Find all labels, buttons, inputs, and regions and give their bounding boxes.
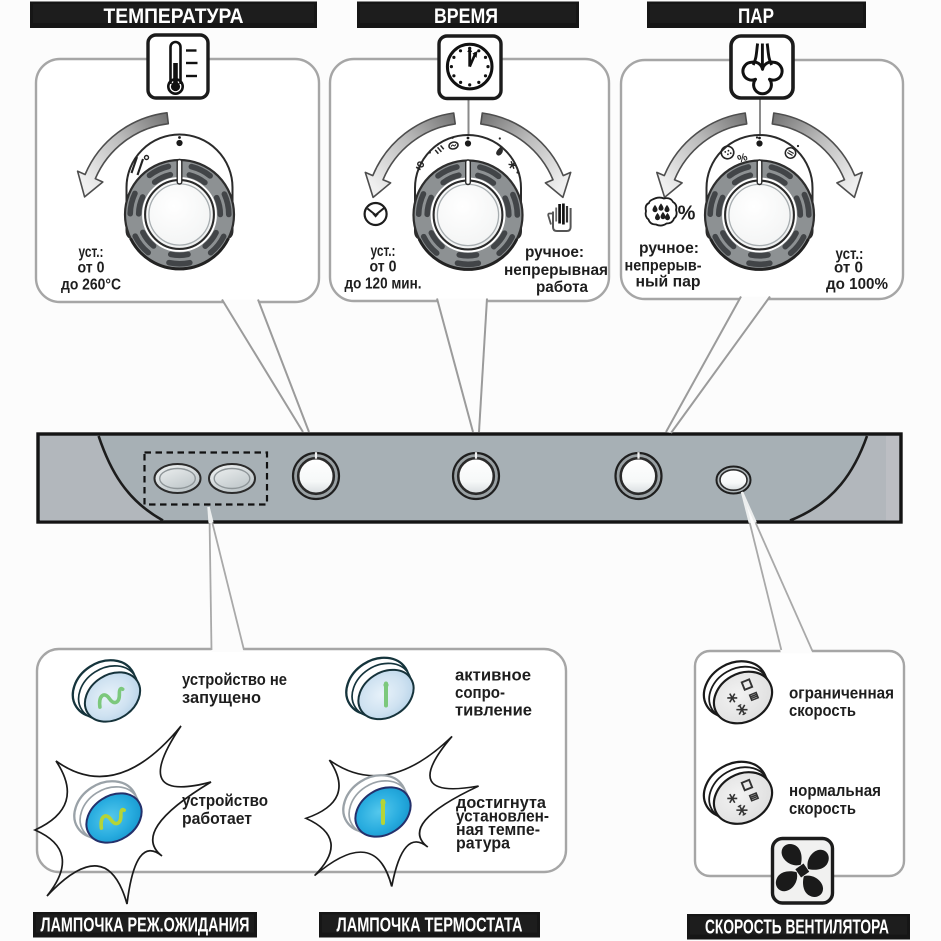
- svg-text:уст.:: уст.:: [371, 243, 396, 260]
- svg-text:непрерыв-: непрерыв-: [625, 258, 702, 275]
- svg-text:ручное:: ручное:: [525, 244, 584, 261]
- svg-text:установлен-: установлен-: [456, 808, 549, 826]
- svg-text:ратура: ратура: [456, 835, 511, 853]
- svg-text:%: %: [678, 203, 696, 225]
- svg-text:ная темпе-: ная темпе-: [456, 821, 540, 839]
- svg-text:скорость: скорость: [789, 799, 856, 818]
- svg-text:ручное:: ручное:: [639, 240, 699, 257]
- svg-text:устройство не: устройство не: [182, 670, 287, 689]
- svg-text:от 0: от 0: [834, 260, 863, 277]
- svg-text:ТЕМПЕРАТУРА: ТЕМПЕРАТУРА: [104, 4, 244, 28]
- svg-text:уст.:: уст.:: [836, 246, 864, 263]
- svg-text:работает: работает: [182, 809, 252, 828]
- svg-text:непрерывная: непрерывная: [504, 262, 608, 279]
- svg-text:уст.:: уст.:: [79, 244, 104, 261]
- svg-text:запущено: запущено: [182, 688, 261, 707]
- svg-text:ный пар: ный пар: [636, 274, 701, 291]
- svg-text:от 0: от 0: [370, 259, 397, 276]
- svg-text:устройство: устройство: [182, 791, 268, 810]
- svg-text:работа: работа: [536, 279, 588, 296]
- svg-text:%: %: [736, 151, 750, 166]
- svg-text:ЛАМПОЧКА РЕЖ.ОЖИДАНИЯ: ЛАМПОЧКА РЕЖ.ОЖИДАНИЯ: [41, 915, 250, 937]
- svg-text:ПАР: ПАР: [738, 4, 774, 28]
- svg-text:тивление: тивление: [455, 701, 532, 720]
- svg-text:до 120 мин.: до 120 мин.: [345, 276, 422, 293]
- svg-text:достигнута: достигнута: [456, 794, 547, 812]
- svg-text:ВРЕМЯ: ВРЕМЯ: [434, 4, 498, 28]
- svg-text:сопро-: сопро-: [455, 683, 505, 702]
- svg-text:нормальная: нормальная: [789, 781, 881, 800]
- svg-text:СКОРОСТЬ ВЕНТИЛЯТОРА: СКОРОСТЬ ВЕНТИЛЯТОРА: [705, 917, 889, 939]
- svg-text:от 0: от 0: [78, 260, 105, 277]
- svg-text:скорость: скорость: [789, 701, 856, 720]
- svg-text:ограниченная: ограниченная: [789, 684, 894, 703]
- svg-text:до 100%: до 100%: [826, 276, 888, 293]
- svg-text:до 260°C: до 260°C: [61, 277, 121, 294]
- svg-text:активное: активное: [455, 666, 531, 685]
- svg-text:ЛАМПОЧКА ТЕРМОСТАТА: ЛАМПОЧКА ТЕРМОСТАТА: [337, 915, 523, 937]
